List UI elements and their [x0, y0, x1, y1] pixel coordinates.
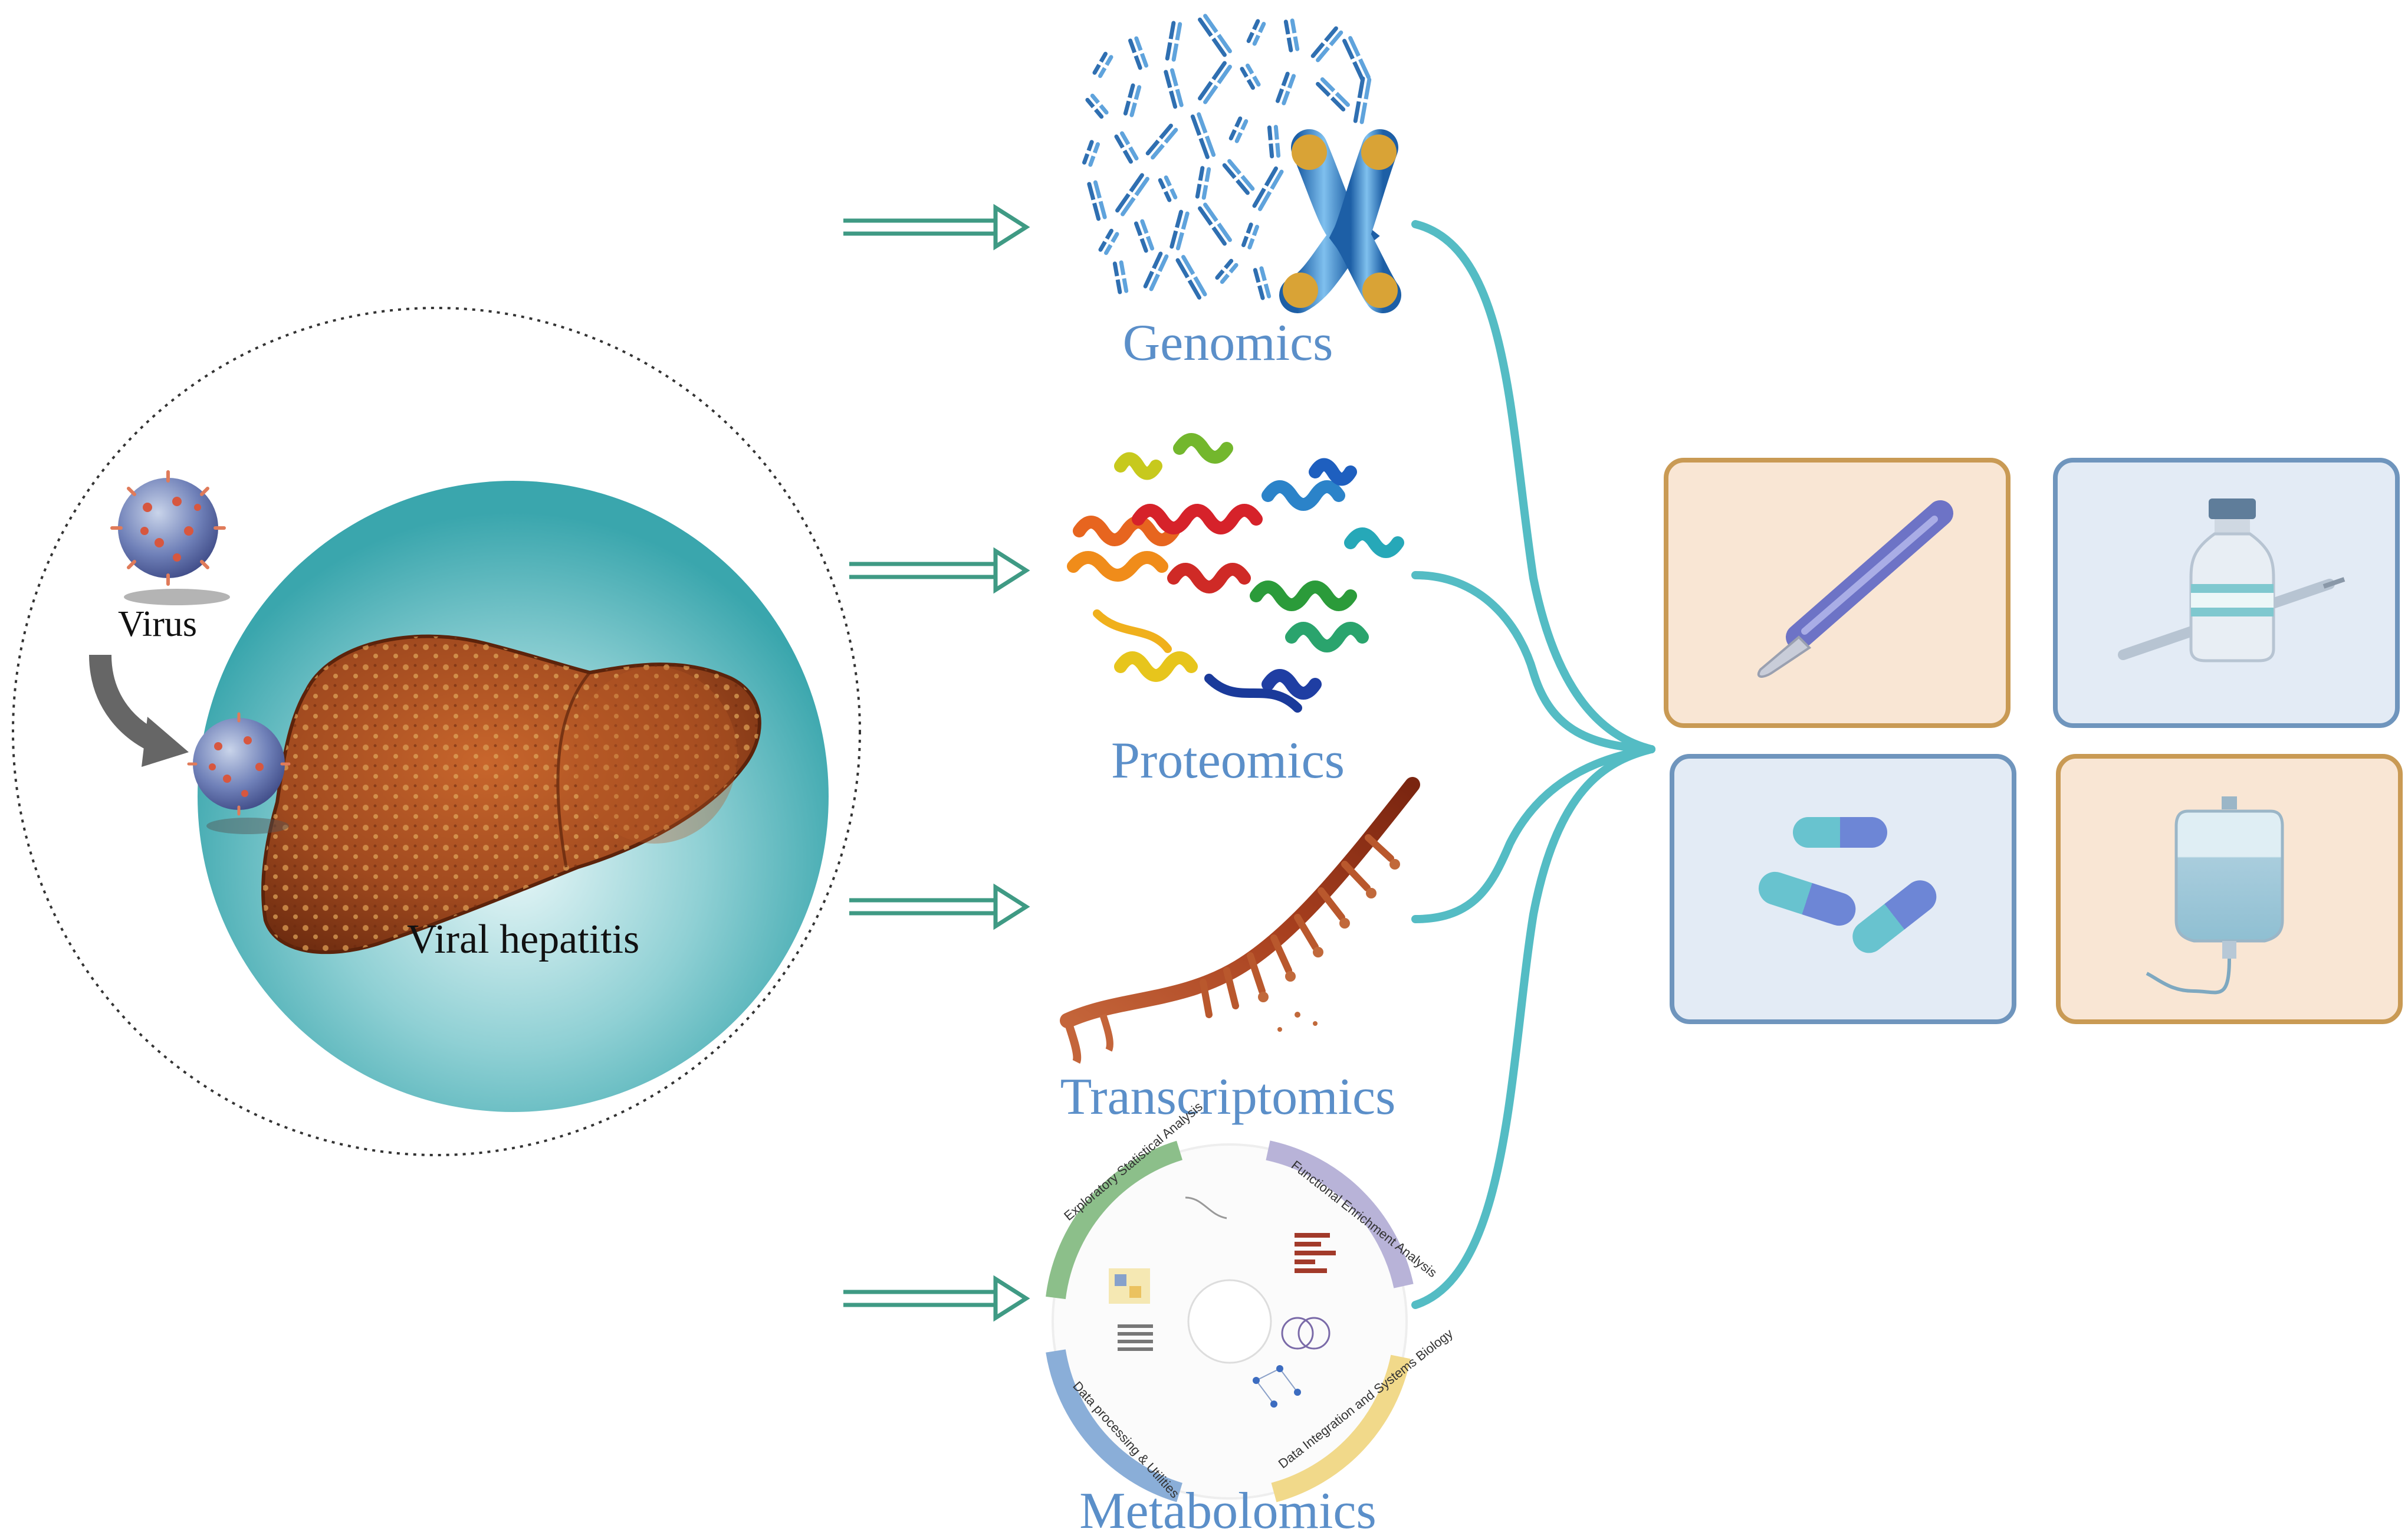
capsules-icon	[1758, 817, 1937, 953]
treatment-grid	[1664, 458, 2403, 1024]
large-chromosome-icon	[1279, 129, 1401, 313]
small-chromosome	[1283, 18, 1300, 53]
dotted-boundary-circle	[12, 307, 861, 1156]
small-chromosome	[1143, 251, 1169, 291]
small-chromosome	[1085, 93, 1109, 119]
disease-panel: Viral hepatitis Virus	[12, 307, 861, 1156]
small-chromosome	[1353, 76, 1372, 124]
small-chromosome	[1252, 166, 1284, 211]
wheel-segment-green	[1046, 1140, 1183, 1300]
vaccine-vial-syringe-icon	[2118, 498, 2345, 662]
small-chromosome	[1145, 123, 1178, 160]
omics-arrows	[843, 204, 1030, 1322]
virus-attached-icon	[187, 712, 291, 834]
small-chromosome	[1310, 26, 1343, 63]
small-chromosome	[1092, 51, 1113, 78]
omics-label-transcriptomics: Transcriptomics	[1060, 1068, 1396, 1126]
connector-genomics	[1411, 220, 1655, 753]
arrow-transcriptomics	[849, 883, 1030, 930]
metabolomics-workflow-icon: Exploratory Statistical Analysis Functio…	[1046, 1099, 1456, 1503]
iv-bag-icon	[2146, 796, 2284, 995]
small-chromosome	[1222, 159, 1255, 195]
virus-label: Virus	[118, 604, 197, 644]
small-chromosome	[1134, 219, 1155, 253]
liver-icon	[261, 634, 761, 955]
small-chromosome	[1253, 266, 1272, 300]
small-chromosome	[1082, 140, 1100, 167]
convergence-connectors	[1411, 220, 1655, 1309]
omics-label-metabolomics: Metabolomics	[1079, 1482, 1376, 1535]
arrow-genomics	[843, 204, 1030, 251]
small-chromosome	[1198, 14, 1232, 57]
small-chromosome	[1128, 36, 1149, 70]
arrow-metabolomics	[843, 1275, 1030, 1322]
arrow-proteomics	[849, 547, 1030, 594]
virus-icon	[110, 470, 230, 605]
small-chromosome	[1198, 61, 1232, 104]
rna-strand-icon	[1060, 777, 1420, 1064]
small-chromosome	[1175, 255, 1207, 300]
small-chromosome	[1195, 166, 1211, 200]
scalpel-icon	[1757, 500, 1953, 678]
connector-proteomics	[1411, 571, 1655, 753]
small-chromosome	[1112, 260, 1129, 294]
small-chromosome	[1267, 124, 1281, 159]
small-chromosome	[1342, 36, 1371, 82]
wheel-segment-yellow	[1271, 1354, 1411, 1503]
small-chromosome	[1123, 83, 1142, 117]
treatment-box-medication	[1670, 754, 2016, 1024]
small-chromosome	[1198, 202, 1232, 246]
small-chromosome	[1241, 222, 1259, 250]
chromosome-icon	[1082, 14, 1372, 300]
small-chromosome	[1246, 19, 1266, 46]
small-chromosome	[1190, 112, 1216, 159]
infection-arrow-icon	[89, 654, 189, 767]
small-chromosome	[1275, 71, 1296, 106]
small-chromosome	[1215, 258, 1239, 284]
disease-label: Viral hepatitis	[407, 917, 639, 962]
small-chromosome	[1158, 175, 1178, 202]
small-chromosome	[1087, 180, 1107, 221]
omics-label-genomics: Genomics	[1123, 314, 1333, 372]
wheel-segment-blue	[1046, 1349, 1182, 1503]
small-chromosome	[1114, 131, 1139, 164]
small-chromosome	[1115, 173, 1149, 217]
connector-transcriptomics	[1411, 745, 1655, 923]
omics-label-proteomics: Proteomics	[1111, 732, 1345, 789]
small-chromosome	[1169, 209, 1190, 251]
wheel-segment-purple	[1266, 1140, 1414, 1288]
small-chromosome	[1228, 116, 1249, 143]
connector-metabolomics	[1411, 745, 1655, 1309]
small-chromosome	[1098, 228, 1119, 255]
small-chromosome	[1165, 21, 1182, 62]
protein-ribbon-icon	[1067, 433, 1404, 713]
small-chromosome	[1240, 63, 1261, 90]
small-chromosome	[1164, 68, 1184, 109]
small-chromosome	[1316, 77, 1350, 111]
